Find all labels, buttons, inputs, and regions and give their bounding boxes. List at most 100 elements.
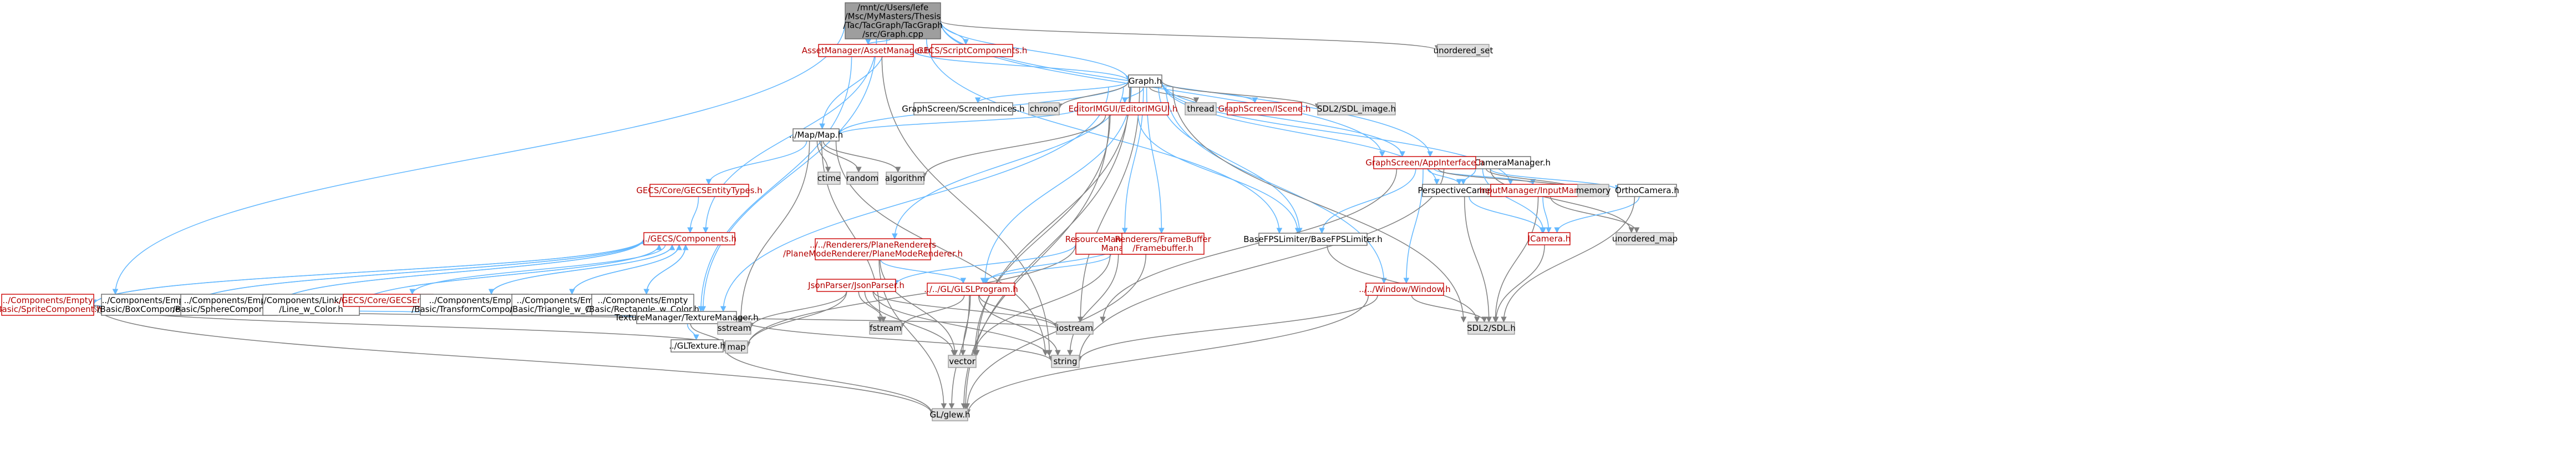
node-json-parser[interactable]: JsonParser/JsonParser.h xyxy=(807,279,905,292)
node-label-iostream: iostream xyxy=(1056,323,1093,333)
edge-window_h-to-glew xyxy=(964,295,1369,416)
node-unordered-set: unordered_set xyxy=(1434,44,1493,57)
node-ortho-camera[interactable]: OrthoCamera.h xyxy=(1615,184,1679,197)
node-box-sdl-h xyxy=(1467,321,1515,335)
edge-resource_manager-to-vector xyxy=(972,254,1111,356)
node-texture-manager[interactable]: TextureManager/TextureManager.h xyxy=(614,311,759,324)
edge-map_h-to-random xyxy=(819,140,862,173)
edge-glsl_program-to-fstream xyxy=(898,295,965,329)
dependency-edges xyxy=(90,20,1640,416)
node-label-map: map xyxy=(727,342,745,352)
edge-graph_h-to-window_h xyxy=(1165,87,1387,284)
node-label-chrono: chrono xyxy=(1030,104,1058,114)
node-screen-indices[interactable]: GraphScreen/ScreenIndices.h xyxy=(902,102,1025,115)
edge-json_parser-to-vector xyxy=(864,291,957,356)
node-sprite-component[interactable]: ../Components/Empty/Basic/SpriteComponen… xyxy=(0,294,102,316)
node-box-plane-renderer xyxy=(815,238,931,260)
node-gecs-script[interactable]: GECS/ScriptComponents.h xyxy=(917,44,1028,57)
edge-texture_manager-to-map xyxy=(690,323,729,348)
edge-resource_manager-to-glsl_program xyxy=(980,254,1111,284)
node-label-glsl-program: ../../GL/GLSLProgram.h xyxy=(924,284,1018,294)
edge-app_interface-to-base_fps xyxy=(1319,168,1416,234)
edge-map_h-to-fstream xyxy=(821,140,883,323)
node-box-map-h xyxy=(792,128,840,142)
node-label-sstream: sstream xyxy=(718,323,751,333)
node-unordered-map: unordered_map xyxy=(1612,232,1678,245)
node-label-root: /Msc/MyMasters/Thesis xyxy=(845,12,941,22)
edge-sphere_component-to-gecs_components xyxy=(277,238,647,305)
edge-gecs_entity_types-to-gecs_components xyxy=(687,196,699,234)
edge-camera_manager-to-ortho_camera xyxy=(1490,168,1621,192)
edge-sprite_component-to-glew xyxy=(93,304,936,416)
node-box-editor-imgui xyxy=(1077,102,1169,115)
edge-root-to-texture_manager xyxy=(700,38,877,313)
node-gltexture[interactable]: ../GLTexture.h xyxy=(669,339,725,353)
node-gecs-components[interactable]: ../GECS/Components.h xyxy=(642,232,736,245)
node-sdl-h: SDL2/SDL.h xyxy=(1467,321,1516,335)
node-box-glsl-program xyxy=(927,283,1015,296)
node-label-sprite-component: /Basic/SpriteComponent.h xyxy=(0,304,102,314)
edge-json_parser-to-fstream xyxy=(858,291,886,323)
node-box-chrono xyxy=(1028,102,1060,115)
node-box-gecs-components xyxy=(643,232,735,245)
node-iostream: iostream xyxy=(1056,321,1094,335)
node-icamera[interactable]: ICamera.h xyxy=(1528,232,1571,245)
node-box-gecs-script xyxy=(931,44,1013,57)
node-label-window-h: ../../Window/Window.h xyxy=(1359,284,1450,294)
node-iscene[interactable]: GraphScreen/IScene.h xyxy=(1218,102,1311,115)
edge-resource_manager-to-json_parser xyxy=(892,243,1076,286)
edge-perspective_camera-to-sdl_h xyxy=(1464,196,1492,323)
node-label-plane-renderer: /PlaneModeRenderer/PlaneModeRenderer.h xyxy=(783,249,963,259)
node-label-gecs-entity: ../GECS/Core/GECSEntity.h xyxy=(333,295,443,305)
node-base-fps[interactable]: BaseFPSLimiter/BaseFPSLimiter.h xyxy=(1243,233,1383,246)
node-label-algorithm: algorithm xyxy=(885,173,925,183)
node-box-ctime xyxy=(817,172,841,185)
node-label-unordered-map: unordered_map xyxy=(1612,234,1678,244)
node-label-sprite-component: ../Components/Empty xyxy=(3,295,93,305)
node-label-input-manager: InputManager/InputManager.h xyxy=(1479,185,1605,195)
node-asset-manager[interactable]: AssetManager/AssetManager.h xyxy=(802,44,930,57)
node-label-triangle-component: ../Components/Empty xyxy=(517,295,607,305)
edge-json_parser-to-sstream xyxy=(748,291,847,329)
node-window-h[interactable]: ../../Window/Window.h xyxy=(1359,283,1451,296)
edge-app_interface-to-input_manager xyxy=(1434,168,1536,185)
node-app-interface[interactable]: GraphScreen/AppInterface.h xyxy=(1365,156,1484,169)
node-label-editor-imgui: EditorIMGUI/EditorIMGUI.h xyxy=(1069,104,1178,114)
node-gecs-entity-types[interactable]: GECS/Core/GECSEntityTypes.h xyxy=(636,184,763,197)
edge-resource_manager-to-string xyxy=(1067,254,1119,356)
node-label-rectangle-component: ../Components/Empty xyxy=(598,295,688,305)
node-map-h[interactable]: ../Map/Map.h xyxy=(789,128,843,142)
node-label-json-parser: JsonParser/JsonParser.h xyxy=(807,280,905,290)
edge-glsl_program-to-vector xyxy=(960,295,971,356)
node-framebuffer[interactable]: Renderers/FrameBuffer/Framebuffer.h xyxy=(1115,233,1212,255)
node-graph-h[interactable]: Graph.h xyxy=(1128,74,1162,88)
node-label-sdl-h: SDL2/SDL.h xyxy=(1467,323,1516,333)
node-label-transform-component: /Basic/TransformComponent.h xyxy=(411,304,537,314)
node-sphere-component[interactable]: ../Components/Empty/Basic/SphereComponen… xyxy=(172,294,286,316)
node-box-algorithm xyxy=(886,172,924,185)
node-editor-imgui[interactable]: EditorIMGUI/EditorIMGUI.h xyxy=(1069,102,1178,115)
node-plane-renderer[interactable]: ../../Renderers/PlaneRenderers/PlaneMode… xyxy=(783,238,963,260)
node-label-ctime: ctime xyxy=(817,173,841,183)
node-input-manager[interactable]: InputManager/InputManager.h xyxy=(1479,184,1605,197)
node-perspective-camera[interactable]: PerspectiveCamera.h xyxy=(1417,184,1507,197)
node-box-thread xyxy=(1185,102,1217,115)
edge-camera_manager-to-unordered_map xyxy=(1490,168,1634,234)
edge-root-to-unordered_set xyxy=(940,20,1440,52)
edge-graph_h-to-chrono xyxy=(1056,80,1129,110)
node-ctime: ctime xyxy=(817,172,841,185)
node-map: map xyxy=(725,340,748,354)
node-root[interactable]: /mnt/c/Users/lefe/Msc/MyMasters/Thesis/T… xyxy=(843,2,943,39)
node-box-ortho-camera xyxy=(1617,184,1677,197)
edge-map_h-to-sstream xyxy=(738,140,810,323)
edge-input_manager-to-icamera xyxy=(1542,196,1552,234)
edge-ortho_camera-to-icamera xyxy=(1554,196,1640,234)
edge-perspective_camera-to-icamera xyxy=(1469,196,1546,234)
node-label-framebuffer: /Framebuffer.h xyxy=(1132,243,1193,253)
node-glsl-program[interactable]: ../../GL/GLSLProgram.h xyxy=(924,283,1018,296)
node-box-window-h xyxy=(1365,283,1444,296)
node-gecs-entity[interactable]: ../GECS/Core/GECSEntity.h xyxy=(333,294,443,307)
node-label-line-component: /Line_w_Color.h xyxy=(279,304,343,315)
node-box-component[interactable]: ../Components/Empty/Basic/BoxComponent.h xyxy=(97,294,197,316)
node-label-screen-indices: GraphScreen/ScreenIndices.h xyxy=(902,104,1024,114)
